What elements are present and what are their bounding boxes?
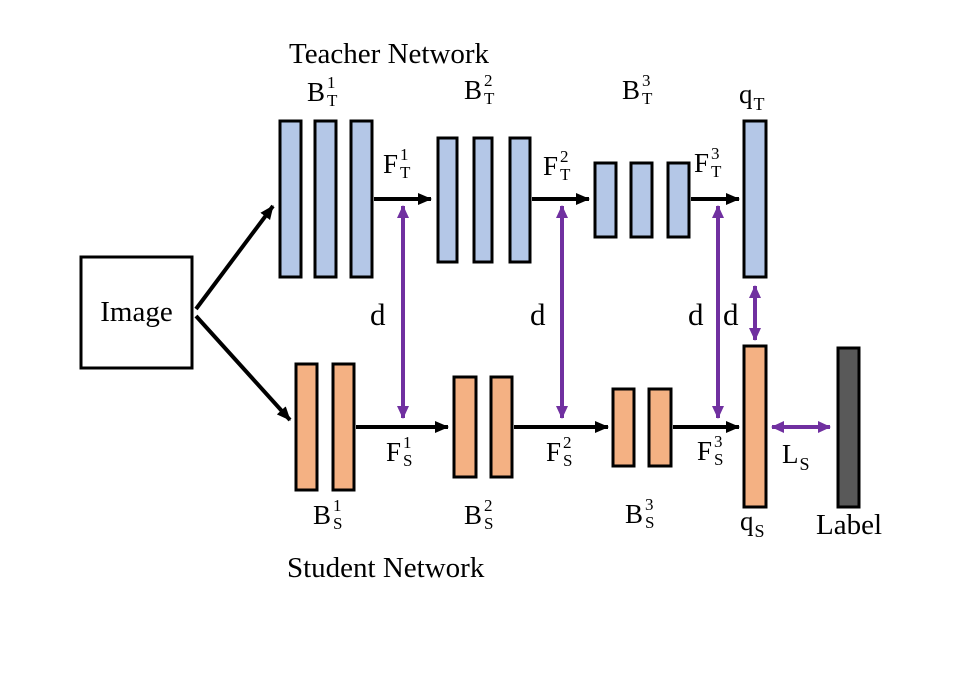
label-qt-sub: T — [753, 94, 765, 114]
teacher-network-title: Teacher Network — [289, 38, 490, 70]
label-ft3-scripts: 3 T — [711, 145, 722, 181]
teacher-block2-bar2 — [472, 136, 494, 264]
student-network-title: Student Network — [287, 552, 485, 584]
teacher-block1-bar1 — [278, 119, 303, 279]
label-bs2-scripts: 2 S — [484, 497, 494, 533]
label-fs3-scripts: 3 S — [714, 433, 724, 469]
label-ft2-base: F — [543, 151, 559, 181]
label-ft3-base: F — [694, 148, 710, 178]
label-ft3-sub: T — [711, 162, 722, 181]
label-qt: q T — [739, 79, 765, 114]
image-input-box — [79, 255, 194, 370]
label-bt2-sub: T — [484, 89, 495, 108]
label-bt2: B 2 T — [464, 72, 495, 108]
image-box-label: Image — [100, 296, 173, 328]
teacher-block2-bar3 — [508, 136, 532, 264]
label-bt2-base: B — [464, 75, 483, 105]
label-bs1-sup: 1 — [333, 496, 342, 515]
label-qt-base: q — [739, 79, 753, 109]
teacher-block3-bar2 — [629, 161, 654, 239]
label-bt1-sub: T — [327, 91, 338, 110]
student-block3-bar2 — [647, 387, 673, 468]
label-ft2-scripts: 2 T — [560, 148, 571, 184]
label-fs3-sub: S — [714, 450, 724, 469]
label-ft2-sub: T — [560, 165, 571, 184]
distance-label-3: d — [688, 297, 704, 332]
distance-label-4: d — [723, 297, 739, 332]
label-fs2-sup: 2 — [563, 433, 572, 452]
label-bs3-sub: S — [645, 513, 655, 532]
label-bt2-sup: 2 — [484, 71, 493, 90]
label-bs2-sup: 2 — [484, 496, 493, 515]
label-bt1-sup: 1 — [327, 73, 336, 92]
label-fs3-sup: 3 — [714, 432, 723, 451]
label-fs3-base: F — [697, 436, 713, 466]
label-ft1-base: F — [383, 149, 399, 179]
ground-truth-label-bar — [836, 346, 861, 509]
label-bt2-scripts: 2 T — [484, 72, 495, 108]
label-qs: q S — [740, 506, 765, 541]
student-block3-bar1 — [611, 387, 636, 468]
label-bt3-base: B — [622, 75, 641, 105]
label-ft3-sup: 3 — [711, 144, 720, 163]
label-fs2-sub: S — [563, 451, 573, 470]
label-bt3: B 3 T — [622, 72, 653, 108]
label-fs2-scripts: 2 S — [563, 434, 573, 470]
label-ft1-sub: T — [400, 163, 411, 182]
distance-label-2: d — [530, 297, 546, 332]
label-ls: L S — [782, 439, 810, 474]
label-ft2-sup: 2 — [560, 147, 569, 166]
label-ft3: F 3 T — [694, 145, 722, 181]
label-ft2: F 2 T — [543, 148, 571, 184]
student-block1-bar2 — [331, 362, 356, 492]
label-bs2-base: B — [464, 500, 483, 530]
student-block1-bar1 — [294, 362, 319, 492]
student-block2-bar2 — [489, 375, 514, 479]
label-ft1: F 1 T — [383, 146, 411, 182]
label-bt1: B 1 T — [307, 74, 338, 110]
label-fs1-scripts: 1 S — [403, 434, 413, 470]
teacher-block3-bar1 — [593, 161, 618, 239]
teacher-block1-bar2 — [313, 119, 338, 279]
label-bs3-scripts: 3 S — [645, 496, 655, 532]
label-bs3: B 3 S — [625, 496, 655, 532]
label-fs1-base: F — [386, 437, 402, 467]
label-bt3-sup: 3 — [642, 71, 651, 90]
label-ft1-scripts: 1 T — [400, 146, 411, 182]
label-ls-base: L — [782, 439, 799, 469]
label-fs1: F 1 S — [386, 434, 413, 470]
label-bs1-base: B — [313, 500, 332, 530]
label-bs1-sub: S — [333, 514, 343, 533]
label-bs3-base: B — [625, 499, 644, 529]
label-fs1-sup: 1 — [403, 433, 412, 452]
arrow-image-to-teacher — [194, 204, 275, 311]
student-qs-bar — [742, 344, 768, 509]
label-qs-sub: S — [754, 521, 765, 541]
label-bs1-scripts: 1 S — [333, 497, 343, 533]
label-bs1: B 1 S — [313, 497, 343, 533]
student-block2-bar1 — [452, 375, 478, 479]
distance-label-1: d — [370, 297, 386, 332]
label-ft1-sup: 1 — [400, 145, 409, 164]
label-fs2-base: F — [546, 437, 562, 467]
ground-truth-label-text: Label — [816, 509, 883, 541]
label-fs3: F 3 S — [697, 433, 724, 469]
label-bs2: B 2 S — [464, 497, 494, 533]
teacher-block1-bar3 — [349, 119, 374, 279]
label-bt3-scripts: 3 T — [642, 72, 653, 108]
label-bs2-sub: S — [484, 514, 494, 533]
label-qs-base: q — [740, 506, 754, 536]
label-bs3-sup: 3 — [645, 495, 654, 514]
teacher-block3-bar3 — [666, 161, 691, 239]
arrow-image-to-student — [194, 314, 292, 422]
label-bt1-base: B — [307, 77, 326, 107]
label-bt3-sub: T — [642, 89, 653, 108]
label-ls-sub: S — [799, 454, 810, 474]
label-fs1-sub: S — [403, 451, 413, 470]
teacher-qt-bar — [742, 119, 768, 279]
label-fs2: F 2 S — [546, 434, 573, 470]
label-bt1-scripts: 1 T — [327, 74, 338, 110]
teacher-block2-bar1 — [436, 136, 459, 264]
